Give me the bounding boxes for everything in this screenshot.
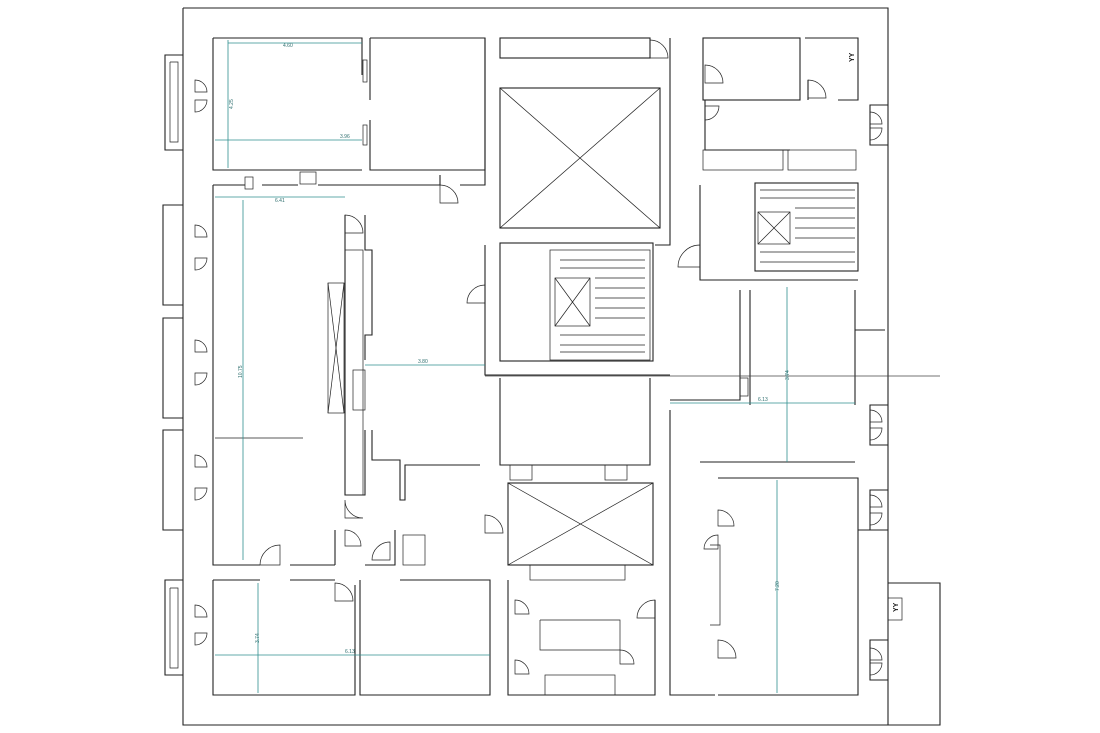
dim-label: 6.13 bbox=[758, 397, 768, 403]
dim-label: 4.60 bbox=[283, 43, 293, 49]
room-top-right bbox=[702, 37, 859, 171]
shaft-bottom bbox=[499, 378, 715, 696]
yy-label-bottom: YY bbox=[893, 602, 900, 612]
dim-label: 3.74 bbox=[785, 370, 791, 380]
corridor-left bbox=[327, 215, 480, 501]
yy-label-top: YY bbox=[849, 52, 856, 62]
right-window-bays bbox=[869, 104, 888, 681]
door-swings bbox=[194, 39, 883, 676]
dim-label: 6.41 bbox=[275, 198, 285, 204]
staircase-right bbox=[699, 182, 859, 281]
stair-treads-right bbox=[760, 189, 855, 263]
shaft-top bbox=[460, 37, 671, 246]
dimension-labels: 4.60 4.25 3.96 6.41 10.75 3.80 6.13 3.74… bbox=[229, 43, 791, 655]
staircase-center bbox=[484, 242, 670, 376]
dimension-lines bbox=[215, 40, 855, 693]
dim-label: 3.80 bbox=[418, 359, 428, 365]
room-right-middle bbox=[670, 290, 885, 463]
dim-label: 7.20 bbox=[775, 581, 781, 591]
dim-label: 4.25 bbox=[229, 99, 235, 109]
stair-treads-center bbox=[560, 259, 645, 353]
yy-tags: YY YY bbox=[849, 52, 900, 612]
dim-label: 6.13 bbox=[345, 649, 355, 655]
room-bottom-left bbox=[212, 530, 491, 696]
dim-label: 10.75 bbox=[238, 365, 244, 378]
dim-label: 3.96 bbox=[340, 134, 350, 140]
left-window-bays bbox=[162, 54, 183, 676]
dim-label: 3.74 bbox=[255, 633, 261, 643]
outer-boundary bbox=[182, 7, 941, 726]
room-top-left bbox=[212, 37, 486, 171]
room-left-large bbox=[212, 171, 441, 566]
room-right-bottom bbox=[710, 477, 903, 696]
